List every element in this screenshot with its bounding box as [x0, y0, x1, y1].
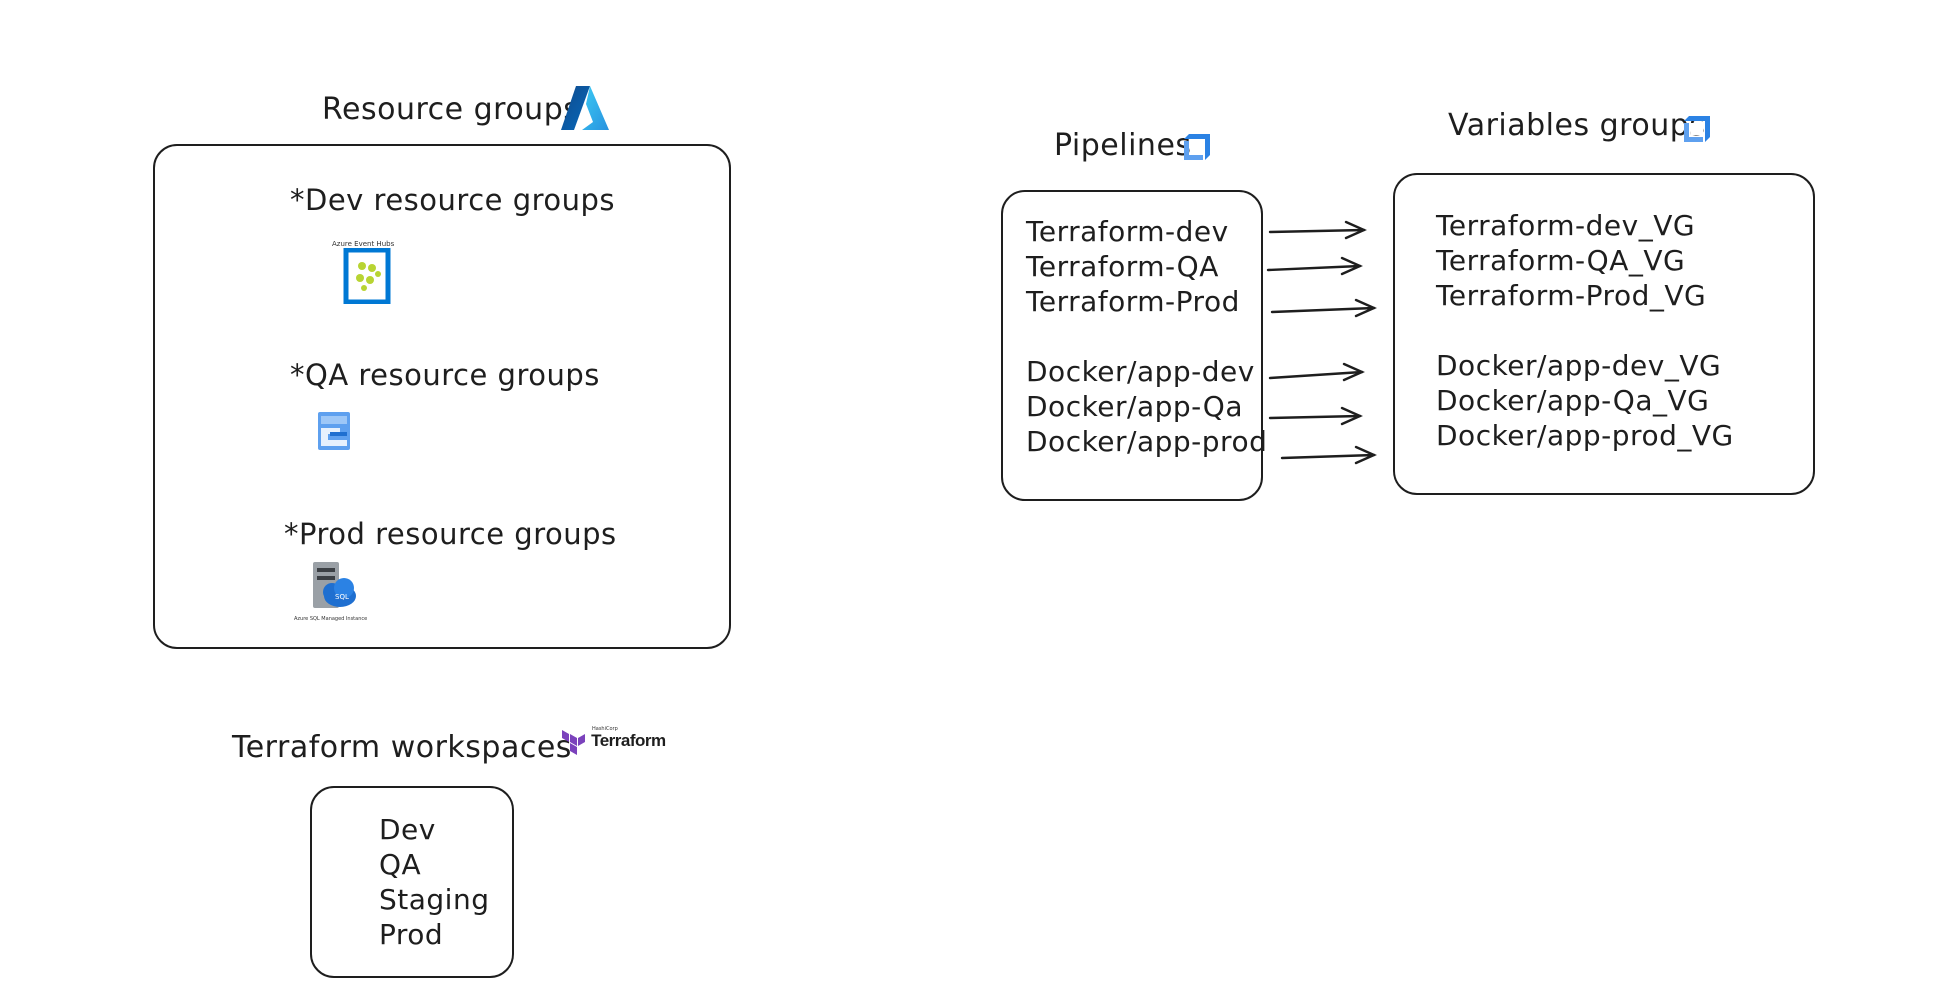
qa-resource-groups-label: *QA resource groups: [290, 358, 600, 392]
azure-event-hubs-icon: Azure Event Hubs: [332, 240, 394, 304]
workspace-item: Prod: [379, 918, 444, 951]
pipeline-item: Terraform-dev: [1026, 215, 1229, 248]
arrow: [1266, 256, 1363, 276]
pipeline-item: Docker/app-dev: [1026, 355, 1255, 388]
variable-groups-box: [1393, 173, 1815, 495]
azure-pipelines-icon: [1680, 112, 1714, 150]
arrow: [1270, 298, 1377, 318]
terraform-logo-text: Terraform: [591, 730, 666, 750]
variable-groups-list: Terraform-dev_VG Terraform-QA_VG Terrafo…: [1436, 208, 1734, 453]
variable-group-item: Docker/app-dev_VG: [1436, 349, 1722, 382]
azure-pipelines-icon: [1180, 130, 1214, 168]
variable-groups-title: Variables groups: [1448, 108, 1706, 143]
arrow: [1280, 445, 1377, 465]
arrow: [1268, 362, 1365, 382]
azure-blueprint-icon: [318, 412, 350, 454]
pipelines-title: Pipelines: [1054, 128, 1192, 163]
azure-sql-managed-instance-icon: SQL Azure SQL Managed Instance: [294, 562, 367, 622]
dev-resource-groups-label: *Dev resource groups: [290, 183, 616, 217]
variable-group-item: Terraform-dev_VG: [1436, 209, 1696, 242]
workspace-item: Staging: [379, 883, 490, 916]
pipeline-item: Terraform-Prod: [1026, 285, 1240, 318]
workspace-list: Dev QA Staging Prod: [379, 812, 489, 952]
pipelines-list: Terraform-dev Terraform-QA Terraform-Pro…: [1026, 214, 1267, 459]
terraform-logo: Terraform HashiCorp: [562, 726, 666, 756]
azure-event-hubs-caption: Azure Event Hubs: [332, 240, 395, 248]
azure-sql-managed-instance-caption: Azure SQL Managed Instance: [294, 616, 368, 622]
pipeline-item: Docker/app-prod: [1026, 425, 1268, 458]
terraform-workspaces-title: Terraform workspaces: [232, 730, 572, 765]
arrow: [1268, 406, 1363, 426]
terraform-workspaces-box: [310, 786, 514, 978]
variable-group-item: Docker/app-Qa_VG: [1436, 384, 1710, 417]
arrow: [1268, 220, 1367, 240]
resource-groups-box: [153, 144, 731, 649]
workspace-item: Dev: [379, 813, 436, 846]
terraform-icon: [562, 730, 585, 755]
terraform-logo-small: HashiCorp: [592, 726, 618, 732]
resource-groups-title: Resource groups: [322, 92, 580, 127]
pipeline-item: Terraform-QA: [1026, 250, 1219, 283]
azure-logo-icon: [560, 84, 610, 136]
prod-resource-groups-label: *Prod resource groups: [284, 517, 617, 551]
pipeline-item: Docker/app-Qa: [1026, 390, 1244, 423]
variable-group-item: Terraform-QA_VG: [1436, 244, 1686, 277]
workspace-item: QA: [379, 848, 422, 881]
variable-group-item: Terraform-Prod_VG: [1436, 279, 1707, 312]
sql-icon-text: SQL: [335, 593, 349, 601]
pipelines-box: [1001, 190, 1263, 501]
variable-group-item: Docker/app-prod_VG: [1436, 419, 1734, 452]
